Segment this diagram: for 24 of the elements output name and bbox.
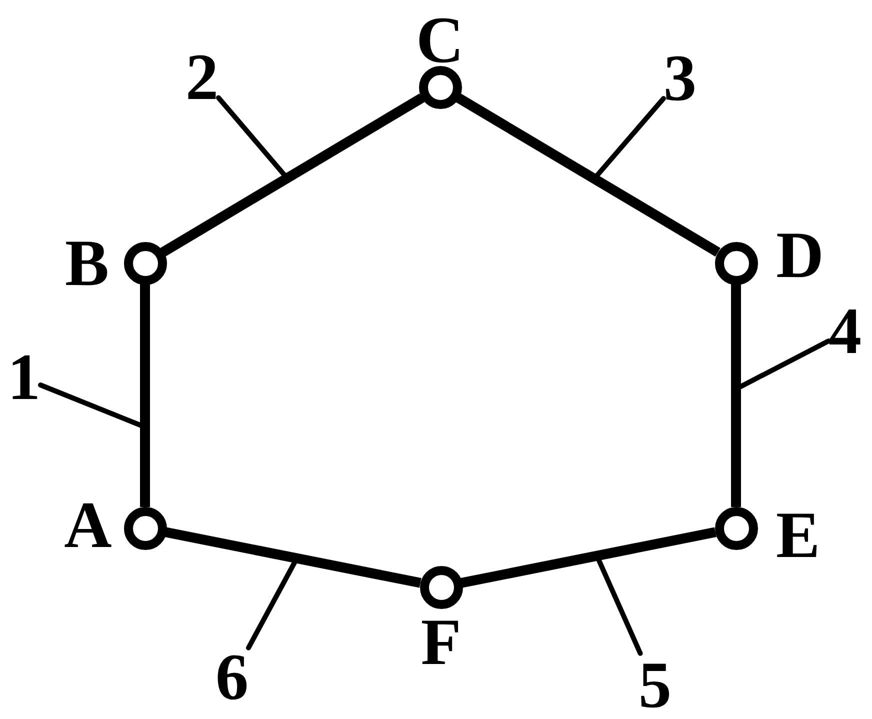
joint-circle bbox=[124, 506, 166, 550]
link-bar bbox=[140, 284, 150, 507]
link-bar bbox=[160, 94, 425, 256]
joint-label: E bbox=[776, 503, 820, 570]
joint-label: F bbox=[420, 610, 462, 676]
joint-label: A bbox=[64, 493, 112, 560]
link-bar bbox=[164, 527, 422, 588]
joint-label: D bbox=[776, 223, 824, 290]
joint-label: B bbox=[64, 231, 110, 298]
joint-circle bbox=[714, 242, 758, 284]
link-bar bbox=[456, 93, 720, 257]
joint-label: C bbox=[416, 8, 464, 74]
callout-number: 1 bbox=[8, 345, 40, 412]
joint-circle bbox=[420, 566, 462, 608]
joint-circle bbox=[714, 506, 758, 550]
callout-number: 3 bbox=[664, 46, 696, 112]
link-bar bbox=[460, 527, 716, 588]
callout-number: 4 bbox=[828, 299, 862, 366]
callout-number: 6 bbox=[216, 645, 248, 712]
link-bar bbox=[731, 284, 741, 507]
joint-circle bbox=[124, 242, 166, 284]
joint-circle bbox=[418, 66, 462, 108]
callout-number: 2 bbox=[186, 45, 218, 112]
callout-number: 5 bbox=[638, 653, 672, 719]
